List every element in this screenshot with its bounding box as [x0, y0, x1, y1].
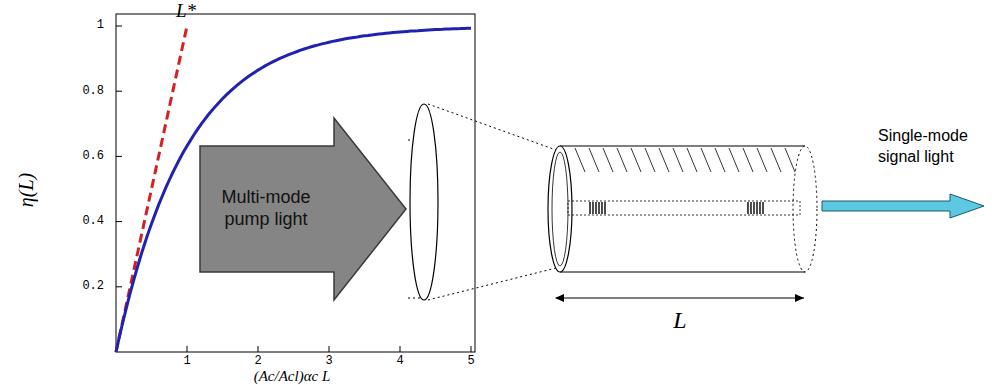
plot-frame — [116, 14, 475, 352]
pump-arrow: Multi-mode pump light — [198, 116, 408, 302]
axis-ticks — [116, 26, 471, 352]
x-tick: 5 — [467, 355, 474, 368]
y-tick: 0.8 — [82, 85, 104, 98]
y-tick: 0.6 — [82, 150, 104, 163]
x-tick: 4 — [396, 355, 403, 368]
y-axis-title: η(L) — [15, 173, 37, 207]
x-axis-title: (Ac/Acl)αc L — [254, 368, 331, 385]
length-label: L — [673, 307, 686, 333]
x-tick: 1 — [183, 355, 190, 368]
signal-arrow — [822, 194, 984, 218]
output-label: Single-mode signal light — [878, 126, 990, 168]
y-tick: 0.4 — [82, 215, 104, 228]
beam-lines — [408, 104, 556, 300]
x-tick: 2 — [254, 355, 261, 368]
tangent-label: L* — [176, 1, 196, 22]
y-tick: 1 — [97, 19, 104, 32]
x-tick: 3 — [325, 355, 332, 368]
length-dimension — [556, 297, 804, 298]
y-tick: 0.2 — [82, 280, 104, 293]
arrow-label: Multi-mode pump light — [204, 186, 328, 231]
efficiency-curve — [116, 28, 471, 352]
fiber — [548, 146, 817, 272]
lens — [410, 104, 438, 300]
